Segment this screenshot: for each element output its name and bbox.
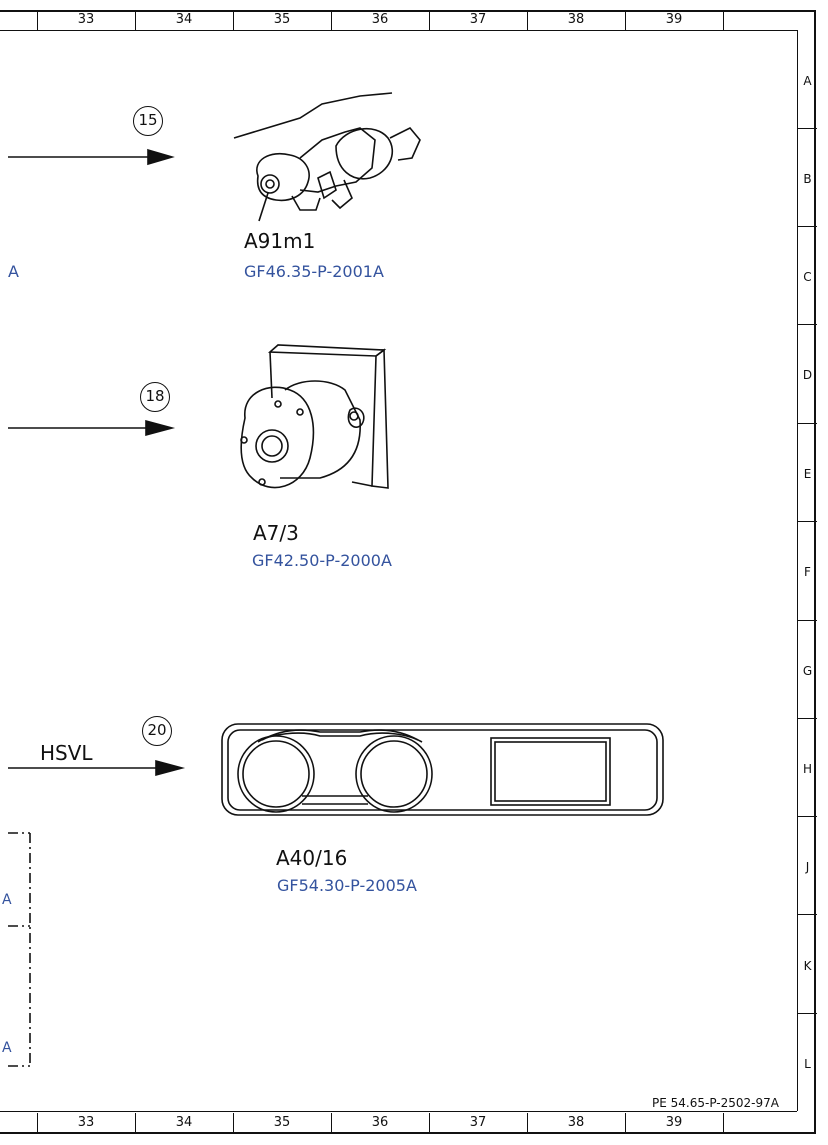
cropped-code-fragment[interactable]: A [2, 892, 12, 908]
reference-marker-20: 20 [142, 716, 172, 746]
row-header: A B C D E F G H J K L [797, 30, 817, 1111]
row-label: K [803, 959, 812, 973]
column-label: 35 [273, 12, 291, 27]
component-code-link[interactable]: GF42.50-P-2000A [252, 551, 392, 570]
row-label: G [802, 664, 813, 678]
column-label: 37 [469, 12, 487, 27]
component-label: A7/3 [253, 521, 299, 545]
column-label: 33 [77, 12, 95, 27]
column-label: 36 [371, 12, 389, 27]
component-code-link[interactable]: GF54.30-P-2005A [277, 876, 417, 895]
column-header-top: 33 34 35 36 37 38 39 [0, 10, 797, 30]
component-code-link[interactable]: GF46.35-P-2001A [244, 262, 384, 281]
row-label: F [804, 565, 811, 579]
row-label: H [802, 762, 813, 776]
column-label: 34 [175, 12, 193, 27]
row-label: E [803, 467, 812, 481]
reference-marker-15: 15 [133, 106, 163, 136]
arrow-18 [8, 419, 176, 437]
column-header-divider-bottom [0, 1111, 797, 1112]
column-label: 34 [175, 1115, 193, 1130]
row-label: C [803, 270, 812, 284]
column-label: 38 [567, 12, 585, 27]
column-label: 36 [371, 1115, 389, 1130]
actuator-a7-3-drawing [240, 344, 389, 489]
signal-label: HSVL [40, 741, 93, 765]
instrument-cluster-a40-16-drawing [221, 723, 664, 816]
column-label: 39 [665, 12, 683, 27]
row-label: J [805, 860, 810, 874]
row-label: D [802, 368, 813, 382]
dash-dot-frame [8, 832, 31, 1067]
column-label: 35 [273, 1115, 291, 1130]
column-header-bottom: 33 34 35 36 37 38 39 [0, 1113, 797, 1133]
cropped-code-fragment[interactable]: A [8, 262, 19, 281]
component-label: A40/16 [276, 846, 348, 870]
cropped-code-fragment[interactable]: A [2, 1040, 12, 1056]
column-label: 39 [665, 1115, 683, 1130]
column-header-divider-top [0, 30, 797, 31]
row-label: L [804, 1057, 811, 1071]
reference-marker-18: 18 [140, 382, 170, 412]
column-label: 37 [469, 1115, 487, 1130]
arrow-20 [8, 759, 186, 777]
column-label: 38 [567, 1115, 585, 1130]
column-label: 33 [77, 1115, 95, 1130]
motor-a91m1-drawing [233, 92, 421, 222]
drawing-number: PE 54.65-P-2502-97A [652, 1096, 779, 1110]
arrow-15 [8, 148, 175, 166]
component-label: A91m1 [244, 229, 316, 253]
row-label: B [803, 172, 812, 186]
row-label: A [803, 74, 812, 88]
drawing-frame [0, 10, 816, 1134]
